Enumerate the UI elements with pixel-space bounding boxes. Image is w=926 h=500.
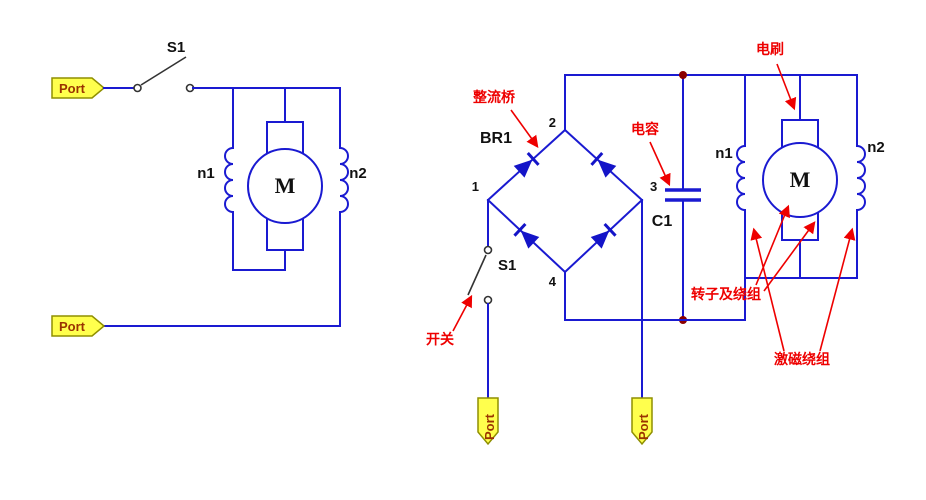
rotor-arrow-icon-2: [763, 221, 816, 292]
winding-n2-label: n2: [867, 139, 885, 156]
port-label: Port: [59, 319, 86, 334]
diode-top-right: [590, 152, 617, 178]
field-arrow-left-icon: [750, 227, 785, 352]
winding-n1-coil: [224, 147, 234, 213]
switch-lever: [140, 56, 187, 86]
field-arrow-right-icon: [819, 227, 856, 352]
bridge-node-1: 1: [472, 179, 479, 194]
rectifier-arrow-icon: [510, 109, 539, 148]
port-shape: [477, 397, 499, 446]
port-shape: [51, 315, 106, 337]
switch-annotation: 开关: [426, 331, 454, 347]
switch-contact: [483, 245, 493, 255]
port-bottom-switch: Port: [477, 397, 499, 446]
capacitor-arrow-icon: [649, 141, 671, 187]
rotor-circle: [762, 142, 838, 218]
field-annotation: 激磁绕组: [774, 351, 830, 367]
diode-bottom-left: [513, 222, 540, 249]
diode-triangle: [597, 159, 617, 178]
motor-label: M: [790, 167, 811, 192]
winding-n1-label: n1: [715, 145, 733, 162]
rectifier-annotation: 整流桥: [472, 89, 516, 105]
port-top-left: Port: [51, 77, 106, 99]
wire-n1-to-motor: [232, 211, 286, 271]
switch-label: S1: [498, 257, 516, 274]
junction-dot-top: [679, 71, 687, 79]
winding-n2-coil: [856, 145, 866, 211]
diode-triangle: [590, 230, 610, 249]
port-label: Port: [482, 413, 497, 440]
port-shape: [51, 77, 106, 99]
bridge-ref-label: BR1: [480, 130, 512, 147]
switch-s1-right: S1: [467, 245, 516, 305]
port-label: Port: [636, 413, 651, 440]
switch-contact: [483, 295, 493, 305]
port-bottom-left: Port: [51, 315, 106, 337]
diode-bottom-right: [590, 222, 617, 249]
bridge-node-2: 2: [549, 115, 556, 130]
port-bottom-mid: Port: [631, 397, 653, 446]
rotor-arrow-icon: [755, 204, 790, 286]
motor-left: M: [247, 121, 323, 251]
diode-triangle: [513, 159, 533, 178]
capacitor-ref-label: C1: [652, 213, 673, 230]
winding-n1-coil: [736, 145, 746, 211]
right-circuit: 1 2 3 4 BR1 整流桥 C1 电容 M n1: [426, 41, 885, 446]
wire-top-bus: [564, 74, 858, 147]
motor-right: M: [762, 119, 838, 241]
diode-cathode-bar: [590, 152, 604, 166]
brush-annotation: 电刷: [756, 41, 784, 57]
wire-bottom-bus: [103, 211, 341, 327]
port-label: Port: [59, 81, 86, 96]
diode-cathode-bar: [603, 222, 617, 237]
diode-top-left: [513, 152, 540, 178]
capacitor-annotation: 电容: [631, 121, 659, 137]
left-circuit: Port S1 M n1 n2 Por: [51, 39, 367, 337]
bridge-node-3: 3: [650, 179, 657, 194]
diode-triangle: [520, 230, 540, 249]
switch-lever: [467, 254, 487, 296]
switch-contact: [133, 83, 142, 93]
wire-dc-return: [564, 271, 746, 321]
switch-arrow-icon: [452, 294, 473, 332]
rotor-annotation: 转子及绕组: [691, 286, 761, 302]
port-shape: [631, 397, 653, 446]
diode-cathode-bar: [526, 152, 540, 166]
bridge-node-4: 4: [549, 274, 557, 289]
diode-cathode-bar: [513, 222, 527, 237]
wire-top-bus: [192, 87, 341, 149]
winding-n1-label: n1: [197, 165, 215, 182]
rotor-circle: [247, 148, 323, 224]
brush-arrow-icon: [776, 63, 797, 111]
switch-s1-left: S1: [133, 39, 195, 93]
switch-label: S1: [167, 39, 185, 56]
winding-n2-coil: [339, 147, 349, 213]
winding-n2-label: n2: [349, 165, 367, 182]
motor-label: M: [275, 173, 296, 198]
bridge-diamond-wire: [486, 128, 644, 274]
